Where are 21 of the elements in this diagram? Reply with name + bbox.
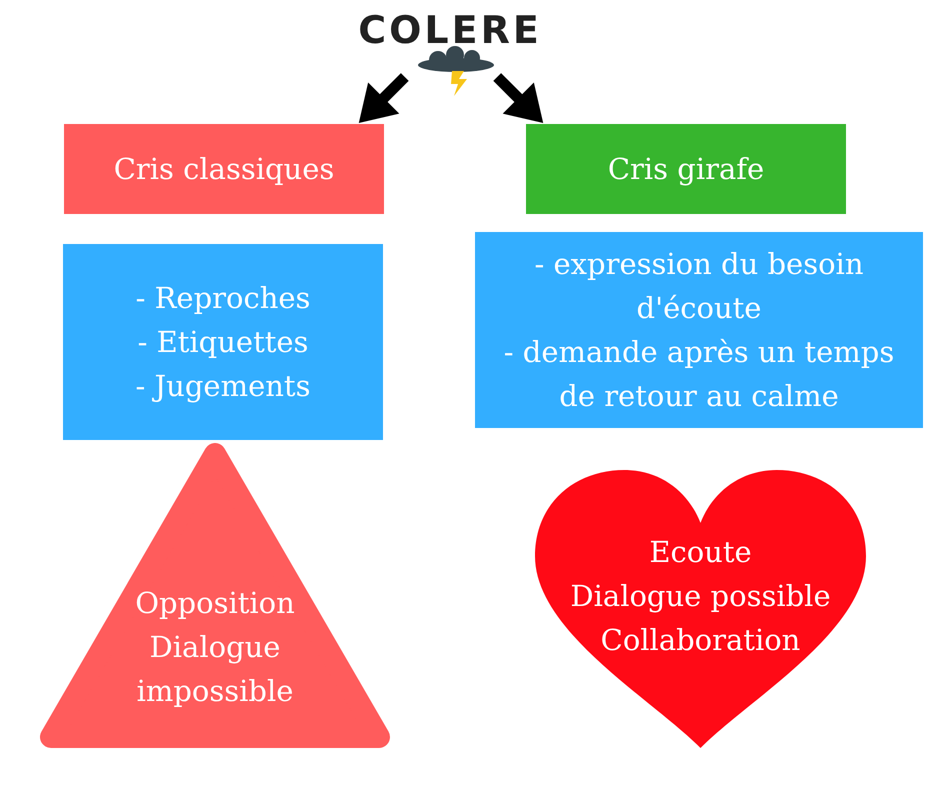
outcome-text: Opposition bbox=[134, 585, 296, 622]
list-item-text: - Etiquettes bbox=[138, 324, 308, 361]
arrow bbox=[358, 73, 409, 123]
outcome-text: Dialogue impossible bbox=[136, 629, 294, 710]
heart-shape bbox=[535, 470, 866, 748]
list-panel bbox=[63, 244, 383, 440]
list-item-text: - Reproches bbox=[136, 280, 310, 317]
triangle-shape bbox=[40, 443, 390, 748]
outcome-text: Collaboration bbox=[600, 622, 802, 659]
outcome-text: Ecoute bbox=[648, 534, 753, 571]
category-banner bbox=[526, 124, 846, 214]
heading-text: COLERE bbox=[357, 8, 543, 52]
list-item-text: - demande après un temps de retour au calme bbox=[502, 334, 896, 415]
outcome-text: Dialogue possible bbox=[569, 578, 832, 615]
category-banner bbox=[64, 124, 384, 214]
banner-text: Cris classiques bbox=[114, 151, 334, 188]
arrow bbox=[493, 73, 544, 123]
list-panel bbox=[475, 232, 923, 428]
list-item-text: - Jugements bbox=[136, 368, 310, 405]
list-item-text: - expression du besoin d'écoute bbox=[534, 246, 864, 327]
banner-text: Cris girafe bbox=[608, 151, 764, 188]
